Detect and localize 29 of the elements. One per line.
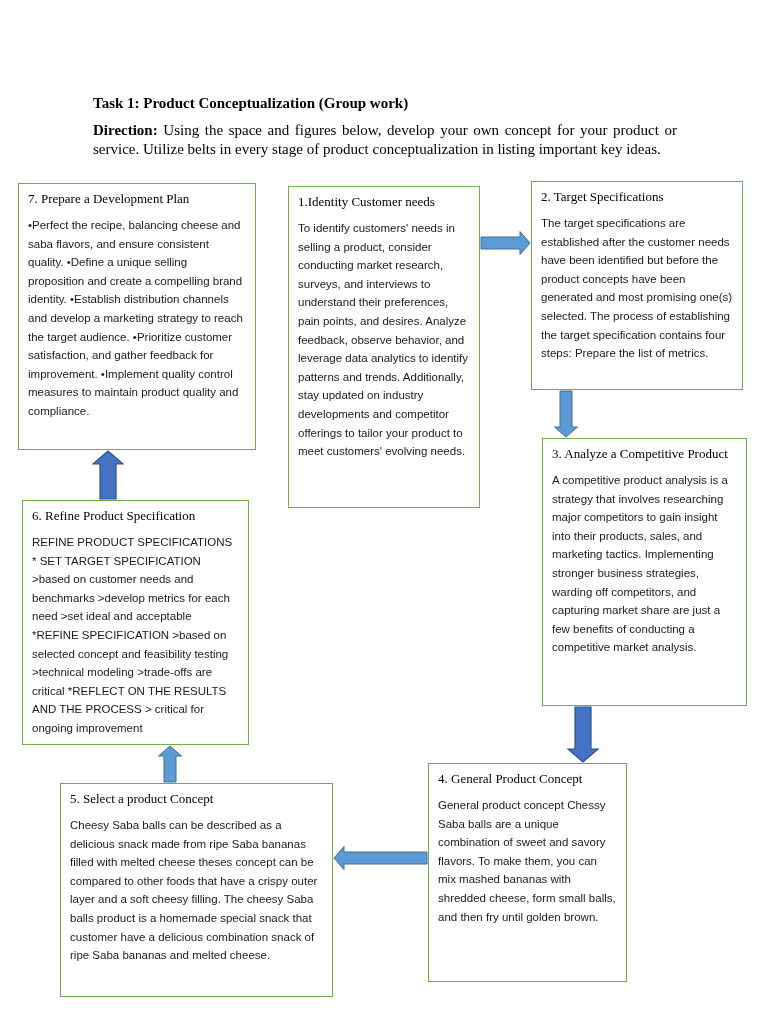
step-description: The target specifications are established after the customer needs have been identified but before the product concepts have been generated and most promising one(s) selected. The process of establishing the target specification contains four steps: Prepare the list of metrics. xyxy=(541,216,733,362)
step-heading: 6. Refine Product Specification xyxy=(32,507,197,524)
step-heading: 3. Analyze a Competitive Product xyxy=(552,445,729,462)
step-box xyxy=(428,763,627,982)
step-box xyxy=(531,181,743,390)
step-heading: 1.Identity Customer needs xyxy=(298,193,436,210)
step-box xyxy=(60,783,333,997)
step-box xyxy=(288,186,480,508)
step-description: General product concept Chessy Saba balls are a unique combination of sweet and savory flavors. To make them, you can mix mashed bananas with shredded cheese, form small balls, and then fry until golden brown. xyxy=(438,798,617,925)
step-box xyxy=(18,183,256,450)
step-box xyxy=(22,500,249,745)
step-description: REFINE PRODUCT SPECIFICATIONS * SET TARGET SPECIFICATION >based on customer needs and benchmarks >develop metrics for each need >set ideal and acceptable *REFINE SPECIFICATION >based on selected concept and feasibility testing >technical modeling >trade-offs are critical *REFLECT ON THE RESULTS AND THE PROCESS > critical for ongoing improvement xyxy=(32,535,234,736)
step-heading: 4. General Product Concept xyxy=(438,770,584,787)
block-arrow xyxy=(333,846,428,870)
step-heading: 2. Target Specifications xyxy=(541,188,665,205)
block-arrow xyxy=(566,706,600,763)
direction-text: Direction: Using the space and figures below, develop your own concept for your product or service. Utilize belts in every stage of product conceptualization in listing important key ideas. xyxy=(93,121,677,159)
block-arrow xyxy=(480,231,531,255)
title: Task 1: Product Conceptualization (Group work) xyxy=(93,94,409,112)
step-box xyxy=(542,438,747,706)
step-heading: 7. Prepare a Development Plan xyxy=(28,190,191,207)
block-arrow xyxy=(554,390,578,438)
step-description: Cheesy Saba balls can be described as a delicious snack made from ripe Saba bananas filled with melted cheese theses concept can be compared to other foods that have a crispy outer layer and a soft cheesy filling. The cheesy Saba balls product is a homemade special snack that customer have a delicious combination snack of ripe Saba bananas and melted cheese. xyxy=(70,818,319,964)
step-description: A competitive product analysis is a strategy that involves researching major competitors to gain insight into their products, sales, and marketing tactics. Implementing stronger business strategies, warding off competitors, and capturing market share are just a few benefits of conducting a competitive market analysis. xyxy=(552,473,729,656)
step-description: •Perfect the recipe, balancing cheese and saba flavors, and ensure consistent quality. •Define a unique selling proposition and create a compelling brand identity. •Establish distribution channels and develop a marketing strategy to reach the target audience. •Prioritize customer satisfaction, and gather feedback for improvement. •Implement quality control measures to maintain product quality and compliance. xyxy=(28,218,244,419)
step-heading: 5. Select a product Concept xyxy=(70,790,215,807)
block-arrow xyxy=(91,450,125,500)
block-arrow xyxy=(158,745,182,783)
step-description: To identify customers' needs in selling a product, consider conducting market research, surveys, and interviews to understand their preferences, pain points, and desires. Analyze feedback, observe behavior, and leverage data analytics to identify patterns and trends. Additionally, stay updated on industry developments and competitor offerings to tailor your product to meet customers' evolving needs. xyxy=(298,221,470,460)
